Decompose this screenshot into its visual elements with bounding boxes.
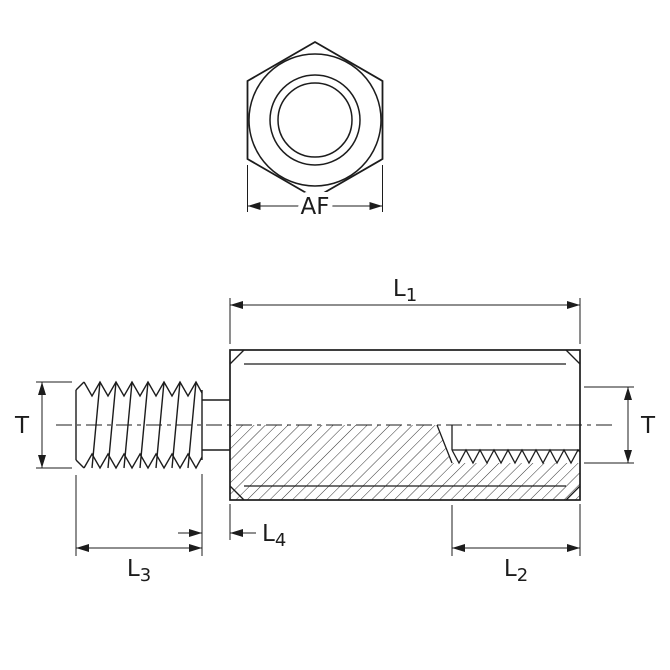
section-hatch: [230, 425, 580, 500]
thread-major-circle: [269, 74, 361, 166]
dimension-l2: L2: [451, 504, 581, 586]
af-label: AF: [301, 194, 330, 220]
female-thread-section: [230, 424, 581, 500]
l3-label: L3: [127, 556, 151, 586]
t-left-label: T: [14, 413, 30, 439]
l2-label: L2: [504, 556, 528, 586]
hex-end-view: [246, 40, 384, 200]
l1-label: L1: [393, 276, 417, 306]
l4-label: L4: [262, 521, 286, 551]
dimension-l1: L1: [229, 276, 581, 344]
dimension-t-left: T: [14, 381, 72, 469]
t-right-label: T: [640, 413, 656, 439]
female-thread-profile: [451, 448, 581, 465]
dimension-af: AF: [247, 165, 383, 225]
dimension-l4: L4: [178, 504, 286, 551]
hex-chamfer-circle: [248, 53, 382, 187]
side-view: [56, 349, 614, 501]
dimension-l3: L3: [75, 474, 203, 586]
shank: [202, 399, 230, 451]
dimension-t-right: T: [584, 386, 656, 464]
hex-outline: [246, 40, 384, 200]
drill-cone-line: [436, 424, 453, 464]
male-thread: [75, 380, 203, 470]
thread-minor-circle: [277, 82, 353, 158]
